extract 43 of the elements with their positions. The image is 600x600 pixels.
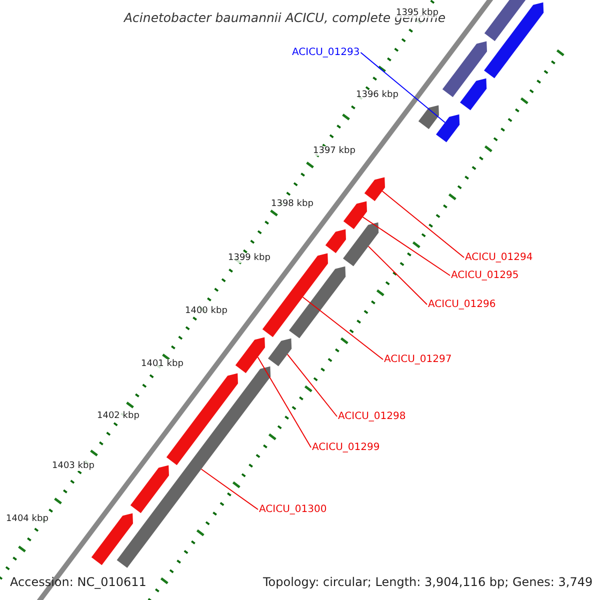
gene-label: ACICU_01293 xyxy=(292,47,360,58)
scale-label: 1400 kbp xyxy=(185,306,228,316)
gene-feature xyxy=(436,114,460,142)
gene-label: ACICU_01299 xyxy=(312,442,380,453)
gene-feature xyxy=(235,337,265,374)
gene-feature xyxy=(130,465,169,514)
scale-label: 1401 kbp xyxy=(141,359,184,369)
gene-feature xyxy=(289,266,346,338)
footer-text: Accession: NC_010611 xyxy=(9,574,148,590)
scale-label: 1403 kbp xyxy=(52,461,94,471)
gene-feature xyxy=(166,373,238,466)
gene-feature xyxy=(484,0,526,42)
scale-label: 1397 kbp xyxy=(313,146,356,156)
gene-feature xyxy=(343,201,367,230)
gene-feature xyxy=(460,78,487,110)
gene-feature xyxy=(364,177,385,202)
scale-label: 1398 kbp xyxy=(271,199,314,209)
gene-feature xyxy=(343,222,379,266)
footer-text: Topology: circular; Length: 3,904,116 bp; Genes: 3,749 xyxy=(262,574,594,590)
leader-line xyxy=(382,190,464,258)
leader-line xyxy=(362,216,450,276)
gene-feature xyxy=(268,338,292,366)
leader-line xyxy=(368,246,428,305)
scale-label: 1395 kbp xyxy=(396,8,438,18)
leader-line xyxy=(200,468,258,510)
scale-label: 1396 kbp xyxy=(356,90,398,100)
gene-label: ACICU_01294 xyxy=(465,252,533,263)
gene-feature xyxy=(442,41,487,98)
scale-label: 1404 kbp xyxy=(6,514,48,524)
scale-label: 1399 kbp xyxy=(228,253,270,263)
gene-feature xyxy=(91,513,133,566)
gene-label: ACICU_01300 xyxy=(259,504,327,515)
leader-line xyxy=(302,296,384,360)
gene-label: ACICU_01297 xyxy=(384,354,452,365)
leader-line xyxy=(360,52,446,123)
gene-label: ACICU_01295 xyxy=(451,270,519,281)
gene-feature xyxy=(325,229,346,254)
gene-label: ACICU_01298 xyxy=(338,411,406,422)
gene-label: ACICU_01296 xyxy=(428,299,496,310)
gene-feature xyxy=(484,2,544,78)
gene-feature xyxy=(418,105,439,130)
leader-line xyxy=(286,354,338,417)
scale-label: 1402 kbp xyxy=(97,411,140,421)
